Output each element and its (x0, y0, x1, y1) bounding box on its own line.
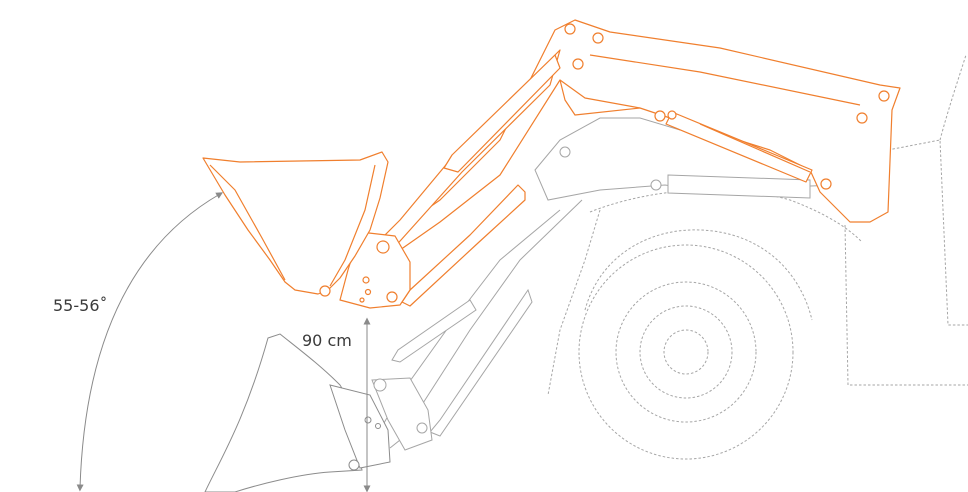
lowered-bucket-hole-2 (375, 423, 381, 429)
lower-lift-cylinder (391, 299, 477, 363)
lowered-bucket-body (204, 333, 363, 492)
tractor-cab-edge (939, 54, 967, 141)
bracket-hole-1 (362, 276, 370, 284)
boom-pin-8 (667, 110, 677, 120)
boom-cylinder-rod (699, 123, 811, 173)
height-label: 90 cm (302, 331, 352, 350)
bracket-hole-3 (359, 297, 365, 303)
boom-pin-4 (654, 110, 666, 122)
lowered-bucket (204, 333, 391, 492)
frame-pin-2 (559, 146, 571, 158)
front-wheel (578, 244, 794, 460)
bracket-hole-2 (364, 288, 372, 296)
front-wheel-rim (639, 305, 733, 399)
bracket-pin-1 (376, 240, 390, 254)
front-wheel-inner (615, 281, 757, 423)
angle-label: 55-56˚ (53, 296, 108, 315)
raised-bucket-pin (319, 285, 331, 297)
boom-pin-3 (572, 58, 584, 70)
lift-cylinder (443, 54, 561, 173)
lower-tilt-cylinder (429, 288, 533, 437)
lower-bracket-pin-1 (373, 378, 387, 392)
dimension-lines (76, 192, 371, 492)
boom-pin-2 (592, 32, 604, 44)
lower-arm-upper (389, 199, 583, 449)
bracket-pin-2 (386, 291, 398, 303)
boom-pin-5 (856, 112, 868, 124)
boom-pin-1 (564, 23, 576, 35)
front-wheel-hub (663, 329, 709, 375)
angle-arc (76, 192, 224, 492)
grey-cylinder (667, 174, 811, 199)
front-loader (202, 19, 901, 309)
lower-bracket-pin-2 (416, 422, 428, 434)
wheel-tread (584, 229, 813, 321)
boom-pin-6 (878, 90, 890, 102)
raised-bucket-rim (209, 164, 376, 287)
tractor-hood-panel (844, 139, 968, 386)
tractor-fender (589, 189, 863, 243)
tractor-nose (547, 209, 601, 396)
boom-cylinder (665, 111, 813, 183)
raised-bucket (202, 151, 389, 295)
frame-pin-1 (650, 179, 662, 191)
lower-bracket (371, 377, 433, 451)
lowered-bucket-hole-1 (364, 416, 372, 424)
boom-inner-line (559, 54, 861, 116)
tractor-frame (371, 117, 841, 451)
lowered-bucket-pin (348, 459, 360, 471)
boom-pin-7 (820, 178, 832, 190)
